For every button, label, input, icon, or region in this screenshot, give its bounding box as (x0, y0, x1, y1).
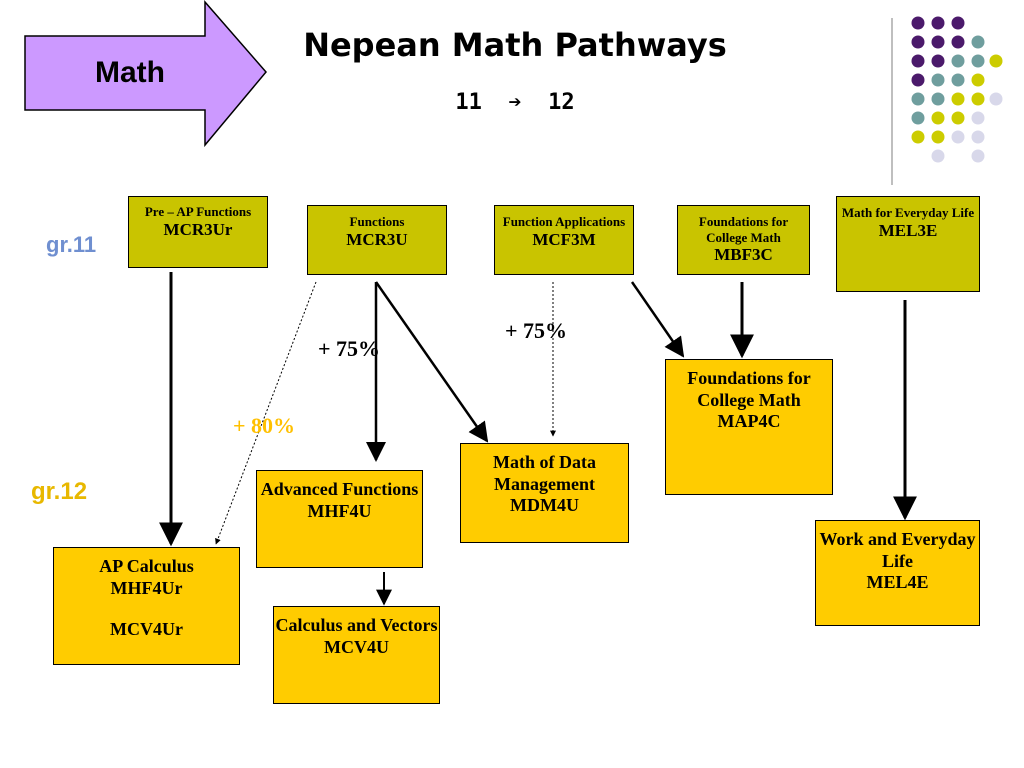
course-name: Foundations for College Math (687, 368, 811, 410)
course-box-ap-calculus: AP Calculus MHF4Ur MCV4Ur (53, 547, 240, 665)
page-title: Nepean Math Pathways (303, 26, 727, 64)
math-arrow-tag (24, 0, 267, 148)
decorative-dot (971, 111, 985, 125)
decorative-dot (911, 73, 925, 87)
decorative-dot (951, 35, 965, 49)
decorative-dot (931, 16, 945, 30)
course-name: Advanced Functions (260, 479, 419, 499)
course-code: MHF4Ur (110, 577, 183, 598)
decorative-dot (971, 92, 985, 106)
dot-grid (911, 16, 1003, 163)
course-code: MBF3C (714, 245, 773, 265)
course-name: Calculus and Vectors (275, 615, 438, 635)
prereq-label-functions: + 75% (318, 336, 381, 361)
course-name: Functions (349, 214, 405, 229)
decorative-dot (911, 92, 925, 106)
course-name: Function Applications (502, 214, 626, 229)
course-box-mel4e: Work and Everyday Life MEL4E (815, 520, 980, 626)
course-code: MEL3E (878, 220, 938, 240)
decorative-dot (911, 111, 925, 125)
course-box-mcr3u: Functions MCR3U (307, 205, 447, 275)
grade-from: 11 (455, 90, 482, 115)
decorative-dot (931, 73, 945, 87)
decorative-dot (931, 111, 945, 125)
decorative-dot (951, 73, 965, 87)
course-code: MEL4E (866, 572, 929, 593)
grade-range: 11 ➔ 12 (400, 90, 630, 115)
course-box-mel3e: Math for Everyday Life MEL3E (836, 196, 980, 292)
course-box-mcf3m: Function Applications MCF3M (494, 205, 634, 275)
course-name: Foundations for College Math (698, 214, 789, 245)
decorative-dot (931, 35, 945, 49)
course-name: AP Calculus (99, 556, 194, 576)
course-box-mbf3c: Foundations for College Math MBF3C (677, 205, 810, 275)
course-name: Work and Everyday Life (819, 529, 976, 571)
course-box-mhf4u: Advanced Functions MHF4U (256, 470, 423, 568)
course-name: Math of Data Management (493, 452, 596, 494)
course-box-mdm4u: Math of Data Management MDM4U (460, 443, 629, 543)
course-code-2: MCV4Ur (110, 619, 183, 640)
prereq-label-function-applications: + 75% (505, 318, 568, 343)
grade-12-label: gr.12 (31, 478, 88, 505)
course-code: MCF3M (532, 229, 596, 249)
decorative-dot (931, 149, 945, 163)
arrow-shape (24, 0, 267, 148)
decorative-dot (911, 16, 925, 30)
decorative-dot (931, 54, 945, 68)
course-code: MHF4U (307, 500, 372, 521)
grade-11-label: gr.11 (46, 232, 97, 257)
decorative-dot (989, 92, 1003, 106)
decorative-dot (951, 16, 965, 30)
decorative-dot (951, 92, 965, 106)
course-box-mcr3ur: Pre – AP Functions MCR3Ur (128, 196, 268, 268)
connector-funcapps-to-college (630, 281, 685, 358)
math-tag-label: Math (95, 56, 165, 89)
decorative-dot (951, 130, 965, 144)
connector-functions-to-datamgmt (374, 281, 489, 443)
grade-to: 12 (548, 90, 575, 115)
course-code: MDM4U (510, 495, 579, 516)
decorative-dot (989, 54, 1003, 68)
decorative-dot (971, 73, 985, 87)
decorative-dot (951, 54, 965, 68)
decorative-dot (971, 54, 985, 68)
decorative-dot (911, 130, 925, 144)
course-name: Math for Everyday Life (841, 205, 975, 220)
right-arrow-icon: ➔ (495, 90, 535, 115)
course-name: Pre – AP Functions (144, 204, 252, 219)
decorative-dot (931, 92, 945, 106)
decorative-dot (911, 35, 925, 49)
course-code: MCR3U (346, 229, 408, 249)
decorative-dots (891, 16, 1003, 185)
spacer (54, 599, 239, 619)
decorative-dot (971, 35, 985, 49)
decorative-dot (951, 111, 965, 125)
decorative-dot (971, 149, 985, 163)
course-code: MCV4U (324, 636, 389, 657)
decorative-dot (931, 130, 945, 144)
connector-functions-to-apcalc (215, 281, 317, 545)
prereq-label-ap: + 80% (233, 413, 296, 438)
course-box-map4c: Foundations for College Math MAP4C (665, 359, 833, 495)
course-code: MCR3Ur (163, 219, 233, 239)
course-code: MAP4C (717, 411, 781, 432)
decorative-dot (971, 130, 985, 144)
decorative-dot (911, 54, 925, 68)
course-box-mcv4u: Calculus and Vectors MCV4U (273, 606, 440, 704)
